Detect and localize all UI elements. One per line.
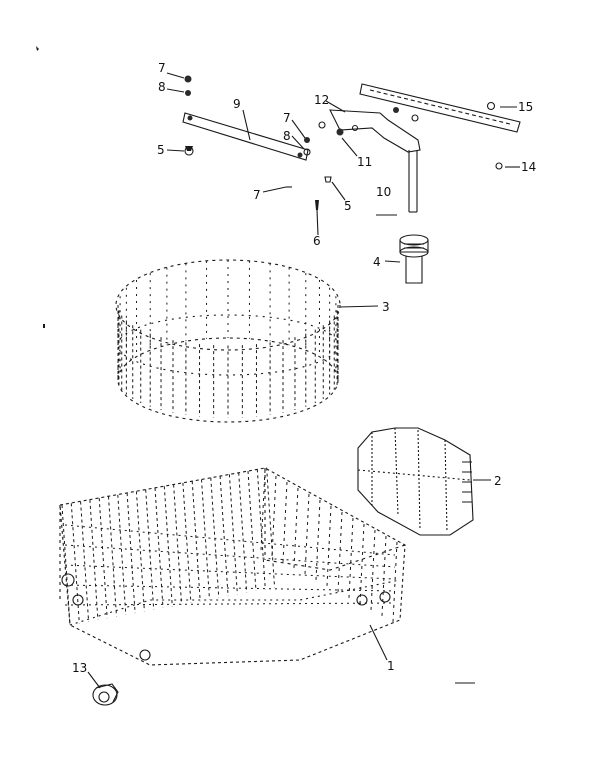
scan-speck [43, 324, 45, 328]
rack-wheels [61, 573, 391, 661]
callouts: 7 8 5 9 7 8 7 5 6 12 11 10 4 3 2 1 15 14… [72, 61, 536, 675]
callout-15: 15 [518, 100, 533, 114]
upper-bracket [318, 107, 421, 153]
lower-rack-wires [61, 467, 398, 626]
hardware [184, 75, 503, 210]
callout-3: 3 [382, 300, 390, 314]
left-rail [182, 112, 309, 161]
right-rail [359, 83, 521, 133]
circular-rack [115, 259, 341, 423]
callout-8-mid: 8 [283, 129, 291, 143]
spray-coupling [399, 234, 429, 284]
callout-10: 10 [376, 185, 391, 199]
rack-roller [92, 683, 119, 706]
callout-14: 14 [521, 160, 536, 174]
callout-5-left: 5 [157, 143, 165, 157]
callout-2: 2 [494, 474, 502, 488]
leader-lines [87, 72, 520, 689]
callout-1: 1 [387, 659, 395, 673]
silverware-basket [357, 427, 474, 536]
circular-rack-wires [117, 260, 339, 418]
callout-7-mid: 7 [283, 111, 291, 125]
callout-6: 6 [313, 234, 321, 248]
callout-12: 12 [314, 93, 329, 107]
callout-5-right: 5 [344, 199, 352, 213]
callout-7-top: 7 [158, 61, 166, 75]
callout-4: 4 [373, 255, 381, 269]
callout-7-low: 7 [253, 188, 261, 202]
lower-rack [59, 467, 406, 666]
callout-11: 11 [357, 155, 372, 169]
callout-13: 13 [72, 661, 87, 675]
spray-tube [408, 150, 418, 213]
callout-8-top: 8 [158, 80, 166, 94]
scan-speck [36, 46, 39, 51]
callout-9: 9 [233, 97, 241, 111]
